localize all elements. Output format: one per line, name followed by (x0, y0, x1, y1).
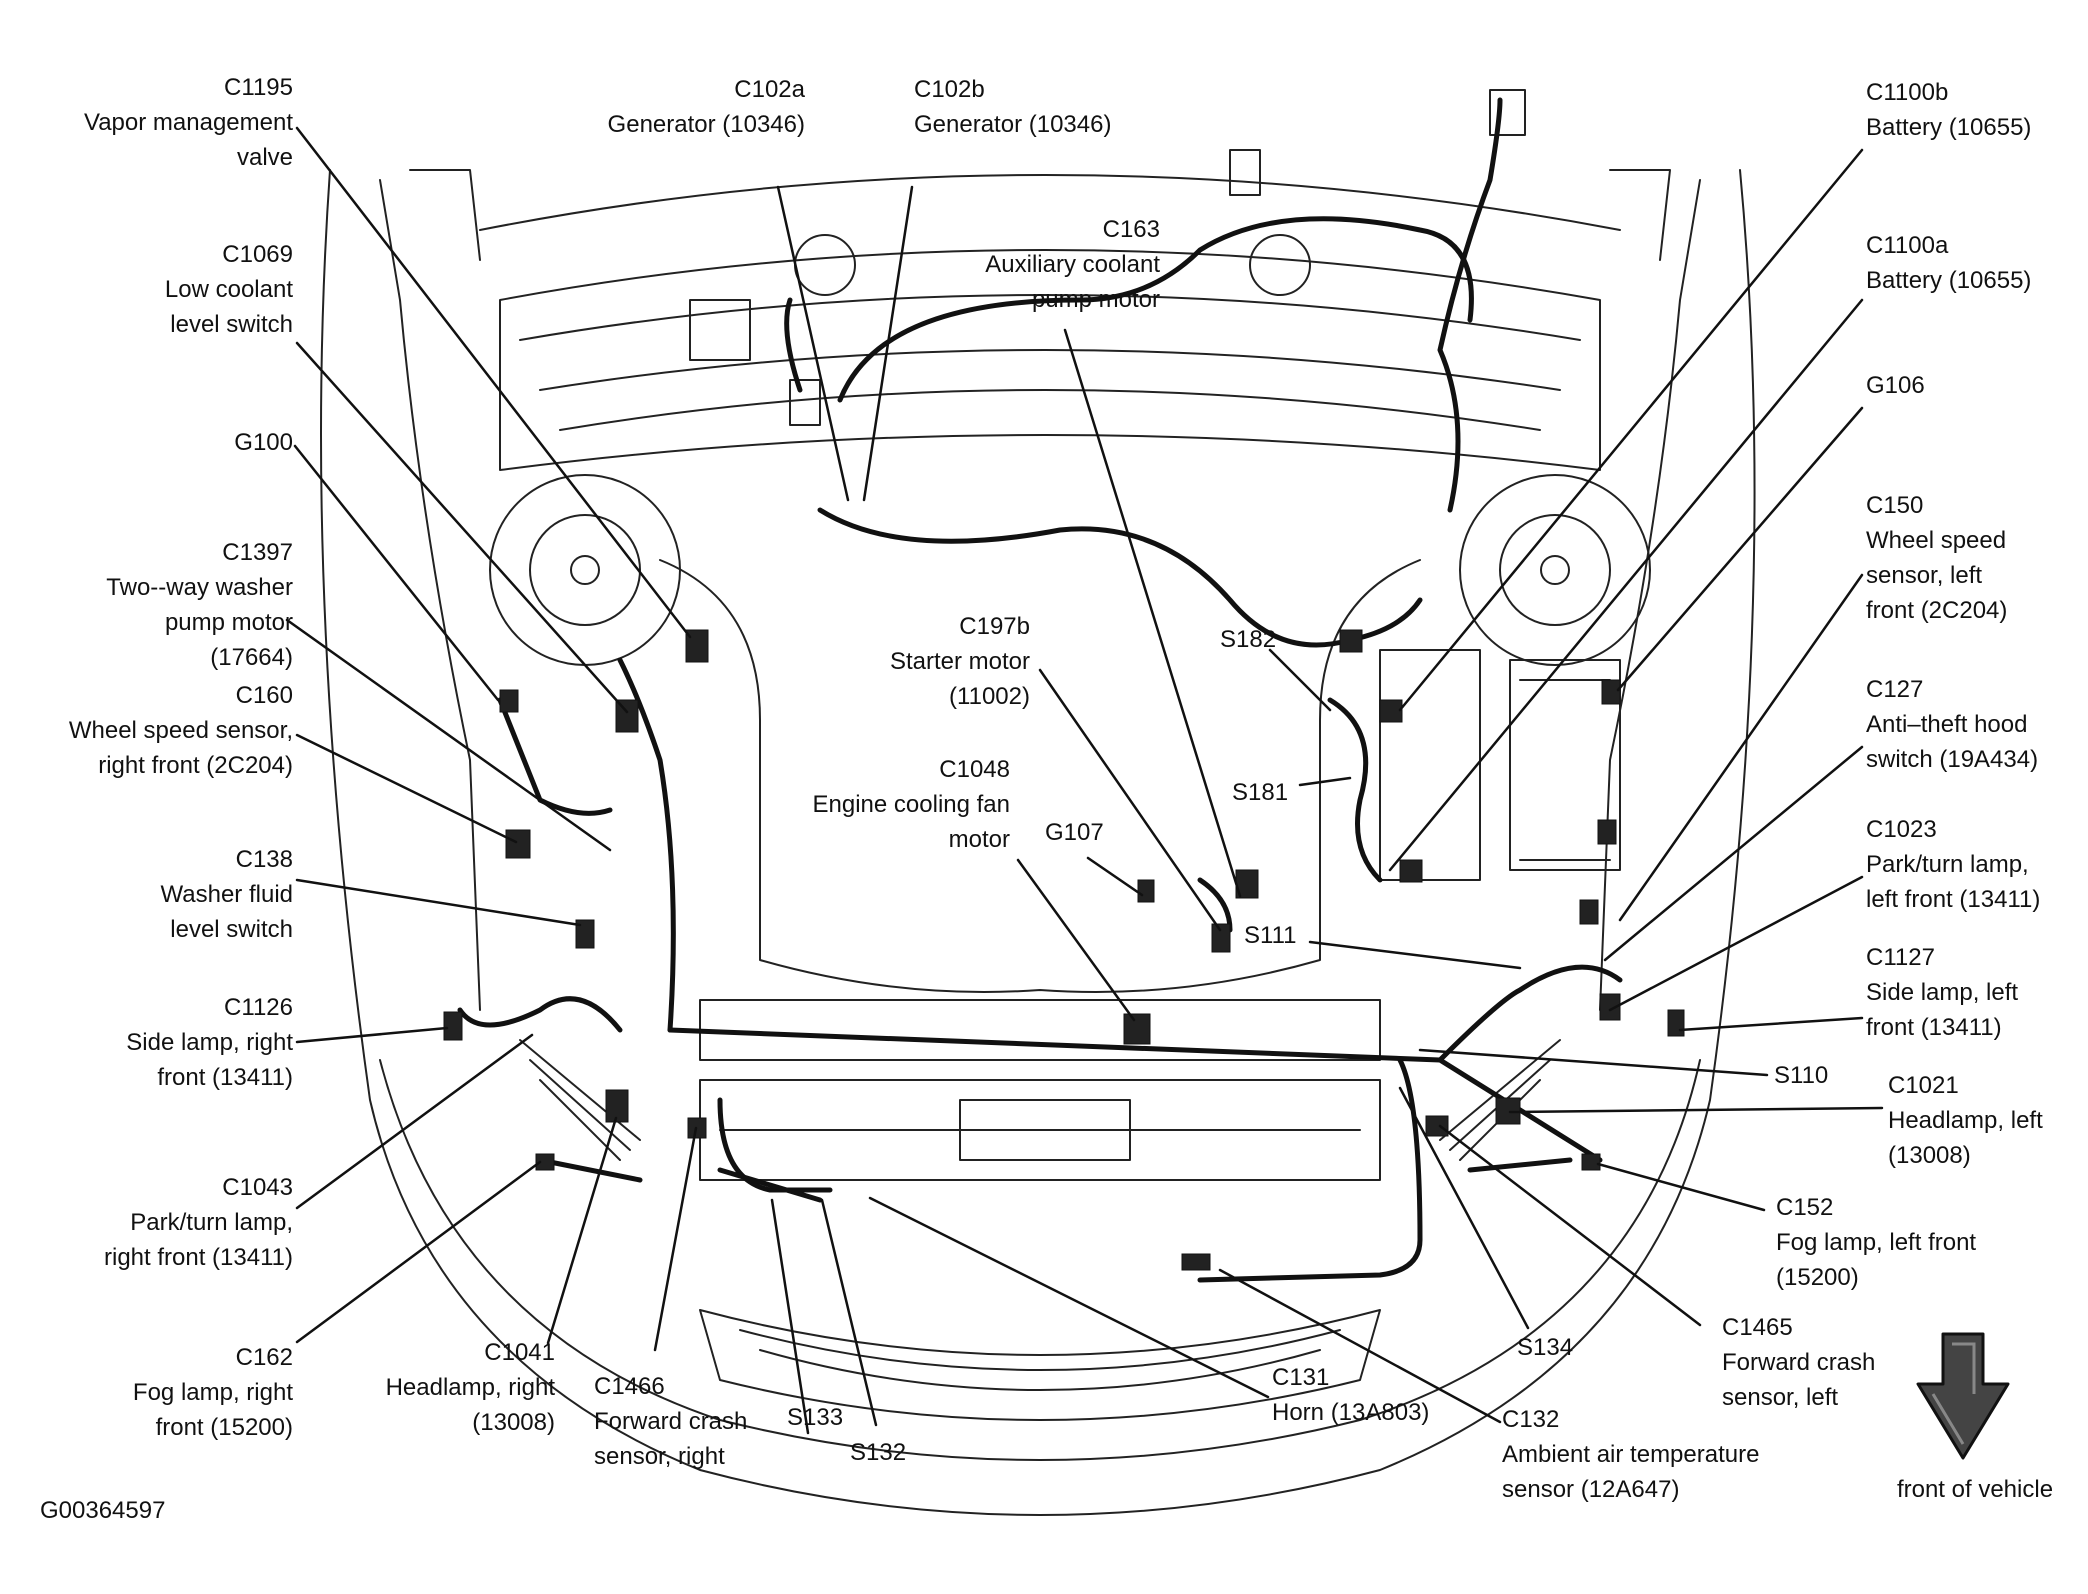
leader-c150 (1618, 573, 1864, 922)
leader-c160 (295, 733, 518, 844)
radiator-support (699, 1079, 1381, 1181)
leader-c1100a (1388, 298, 1864, 872)
leader-c127 (1603, 745, 1864, 962)
leader-c162 (295, 1160, 542, 1344)
battery-box (1379, 649, 1481, 881)
leader-c1021 (1508, 1106, 1884, 1114)
label-c1021: C1021 Headlamp, left (13008) (1888, 1072, 2043, 1169)
leader-s133 (770, 1198, 810, 1435)
label-c1100b: C1100b Battery (10655) (1866, 79, 2032, 141)
label-c127: C127 Anti–theft hood switch (19A434) (1866, 676, 2039, 773)
label-g107: G107 (1045, 819, 1104, 846)
leader-c1397 (285, 618, 612, 852)
figure-id: G00364597 (40, 1497, 166, 1524)
label-c163: C163 Auxiliary coolant pump motor (985, 216, 1160, 313)
leader-c1069 (295, 341, 629, 714)
right-strut-tower (489, 474, 681, 666)
left-apron (1599, 179, 1701, 1011)
harness-main-trunk (667, 1027, 1443, 1063)
label-c1069: C1069 Low coolant level switch (164, 241, 293, 338)
harness-cowl-riser (784, 216, 1474, 403)
leader-c131 (868, 1196, 1270, 1399)
label-g100: G100 (234, 429, 293, 456)
label-c102a: C102a Generator (10346) (607, 76, 805, 138)
leader-c138 (295, 878, 582, 927)
front-of-vehicle-label: front of vehicle (1896, 1476, 2054, 1503)
label-c1195: C1195 Vapor management valve (83, 74, 293, 171)
leader-c1048 (1016, 858, 1136, 1022)
right-apron (379, 179, 481, 1011)
label-c132: C132 Ambient air temperature sensor (12A… (1502, 1406, 1760, 1503)
leader-c1195 (295, 126, 692, 639)
leader-c132 (1218, 1268, 1502, 1424)
label-s182: S182 (1220, 626, 1277, 653)
leader-s110 (1418, 1048, 1769, 1077)
label-c152: C152 Fog lamp, left front (15200) (1776, 1194, 1977, 1291)
label-c1048: C1048 Engine cooling fan motor (812, 756, 1010, 853)
cowl (499, 249, 1601, 471)
leader-g106 (1616, 406, 1864, 692)
label-s132: S132 (850, 1439, 907, 1466)
leader-c1041 (546, 1116, 618, 1345)
label-s181: S181 (1232, 779, 1289, 806)
body-outline (320, 169, 1756, 1516)
harness-battery-riser (1437, 97, 1503, 513)
leader-s134 (1398, 1086, 1530, 1330)
leader-g107 (1086, 856, 1144, 897)
label-c162: C162 Fog lamp, right front (15200) (132, 1344, 293, 1441)
label-c1465: C1465 Forward crash sensor, left (1722, 1314, 1876, 1411)
label-c197b: C197b Starter motor (11002) (889, 613, 1030, 710)
engine-bay (659, 559, 1421, 993)
leader-g100 (293, 444, 500, 702)
leader-s182 (1268, 648, 1332, 712)
bumper-outline (379, 1059, 1701, 1461)
harness-right-feed (497, 697, 613, 816)
grille-outline (699, 1309, 1381, 1421)
label-c150: C150 Wheel speed sensor, left front (2C2… (1866, 492, 2008, 624)
leader-s181 (1298, 776, 1352, 787)
leader-c152 (1596, 1162, 1766, 1212)
leader-c1043 (295, 1033, 534, 1210)
label-s133: S133 (787, 1404, 844, 1431)
label-c160: C160 Wheel speed sensor, right front (2C… (68, 682, 293, 779)
label-g106: G106 (1866, 372, 1925, 399)
label-c1100a: C1100a Battery (10655) (1866, 232, 2032, 294)
label-s110: S110 (1774, 1062, 1829, 1089)
leader-s132 (820, 1198, 878, 1427)
label-c1397: C1397 Two--way washer pump motor (17664) (106, 539, 293, 671)
leader-c1466 (653, 1126, 698, 1352)
left-strut-tower (1459, 474, 1651, 666)
leader-c1100b (1398, 148, 1864, 712)
cowl-top (479, 174, 1621, 231)
label-s134: S134 (1517, 1334, 1574, 1361)
label-c1041: C1041 Headlamp, right (13008) (385, 1339, 555, 1436)
leader-c197b (1038, 668, 1222, 932)
harness-left-loop (617, 657, 676, 1033)
label-c102b: C102b Generator (10346) (914, 76, 1112, 138)
label-c1023: C1023 Park/turn lamp, left front (13411) (1866, 816, 2041, 913)
leader-c1465 (1438, 1124, 1702, 1327)
leader-c163 (1063, 328, 1242, 898)
label-c1043: C1043 Park/turn lamp, right front (13411… (104, 1174, 293, 1271)
leader-c1126 (295, 1026, 449, 1044)
harness-left-drop (1197, 1057, 1423, 1283)
label-c1466: C1466 Forward crash sensor, right (594, 1373, 748, 1470)
label-c1126: C1126 Side lamp, right front (13411) (126, 994, 293, 1091)
leader-c1023 (1608, 875, 1864, 1012)
leader-s111 (1308, 940, 1522, 970)
label-c1127: C1127 Side lamp, left front (13411) (1866, 944, 2019, 1041)
leader-c1127 (1678, 1016, 1864, 1032)
label-c138: C138 Washer fluid level switch (160, 846, 294, 943)
leader-c102a (776, 185, 850, 502)
label-s111: S111 (1244, 922, 1297, 949)
label-c131: C131 Horn (13A803) (1272, 1364, 1430, 1426)
front-arrow-icon (1916, 1332, 2010, 1460)
leader-c102b (862, 185, 914, 502)
